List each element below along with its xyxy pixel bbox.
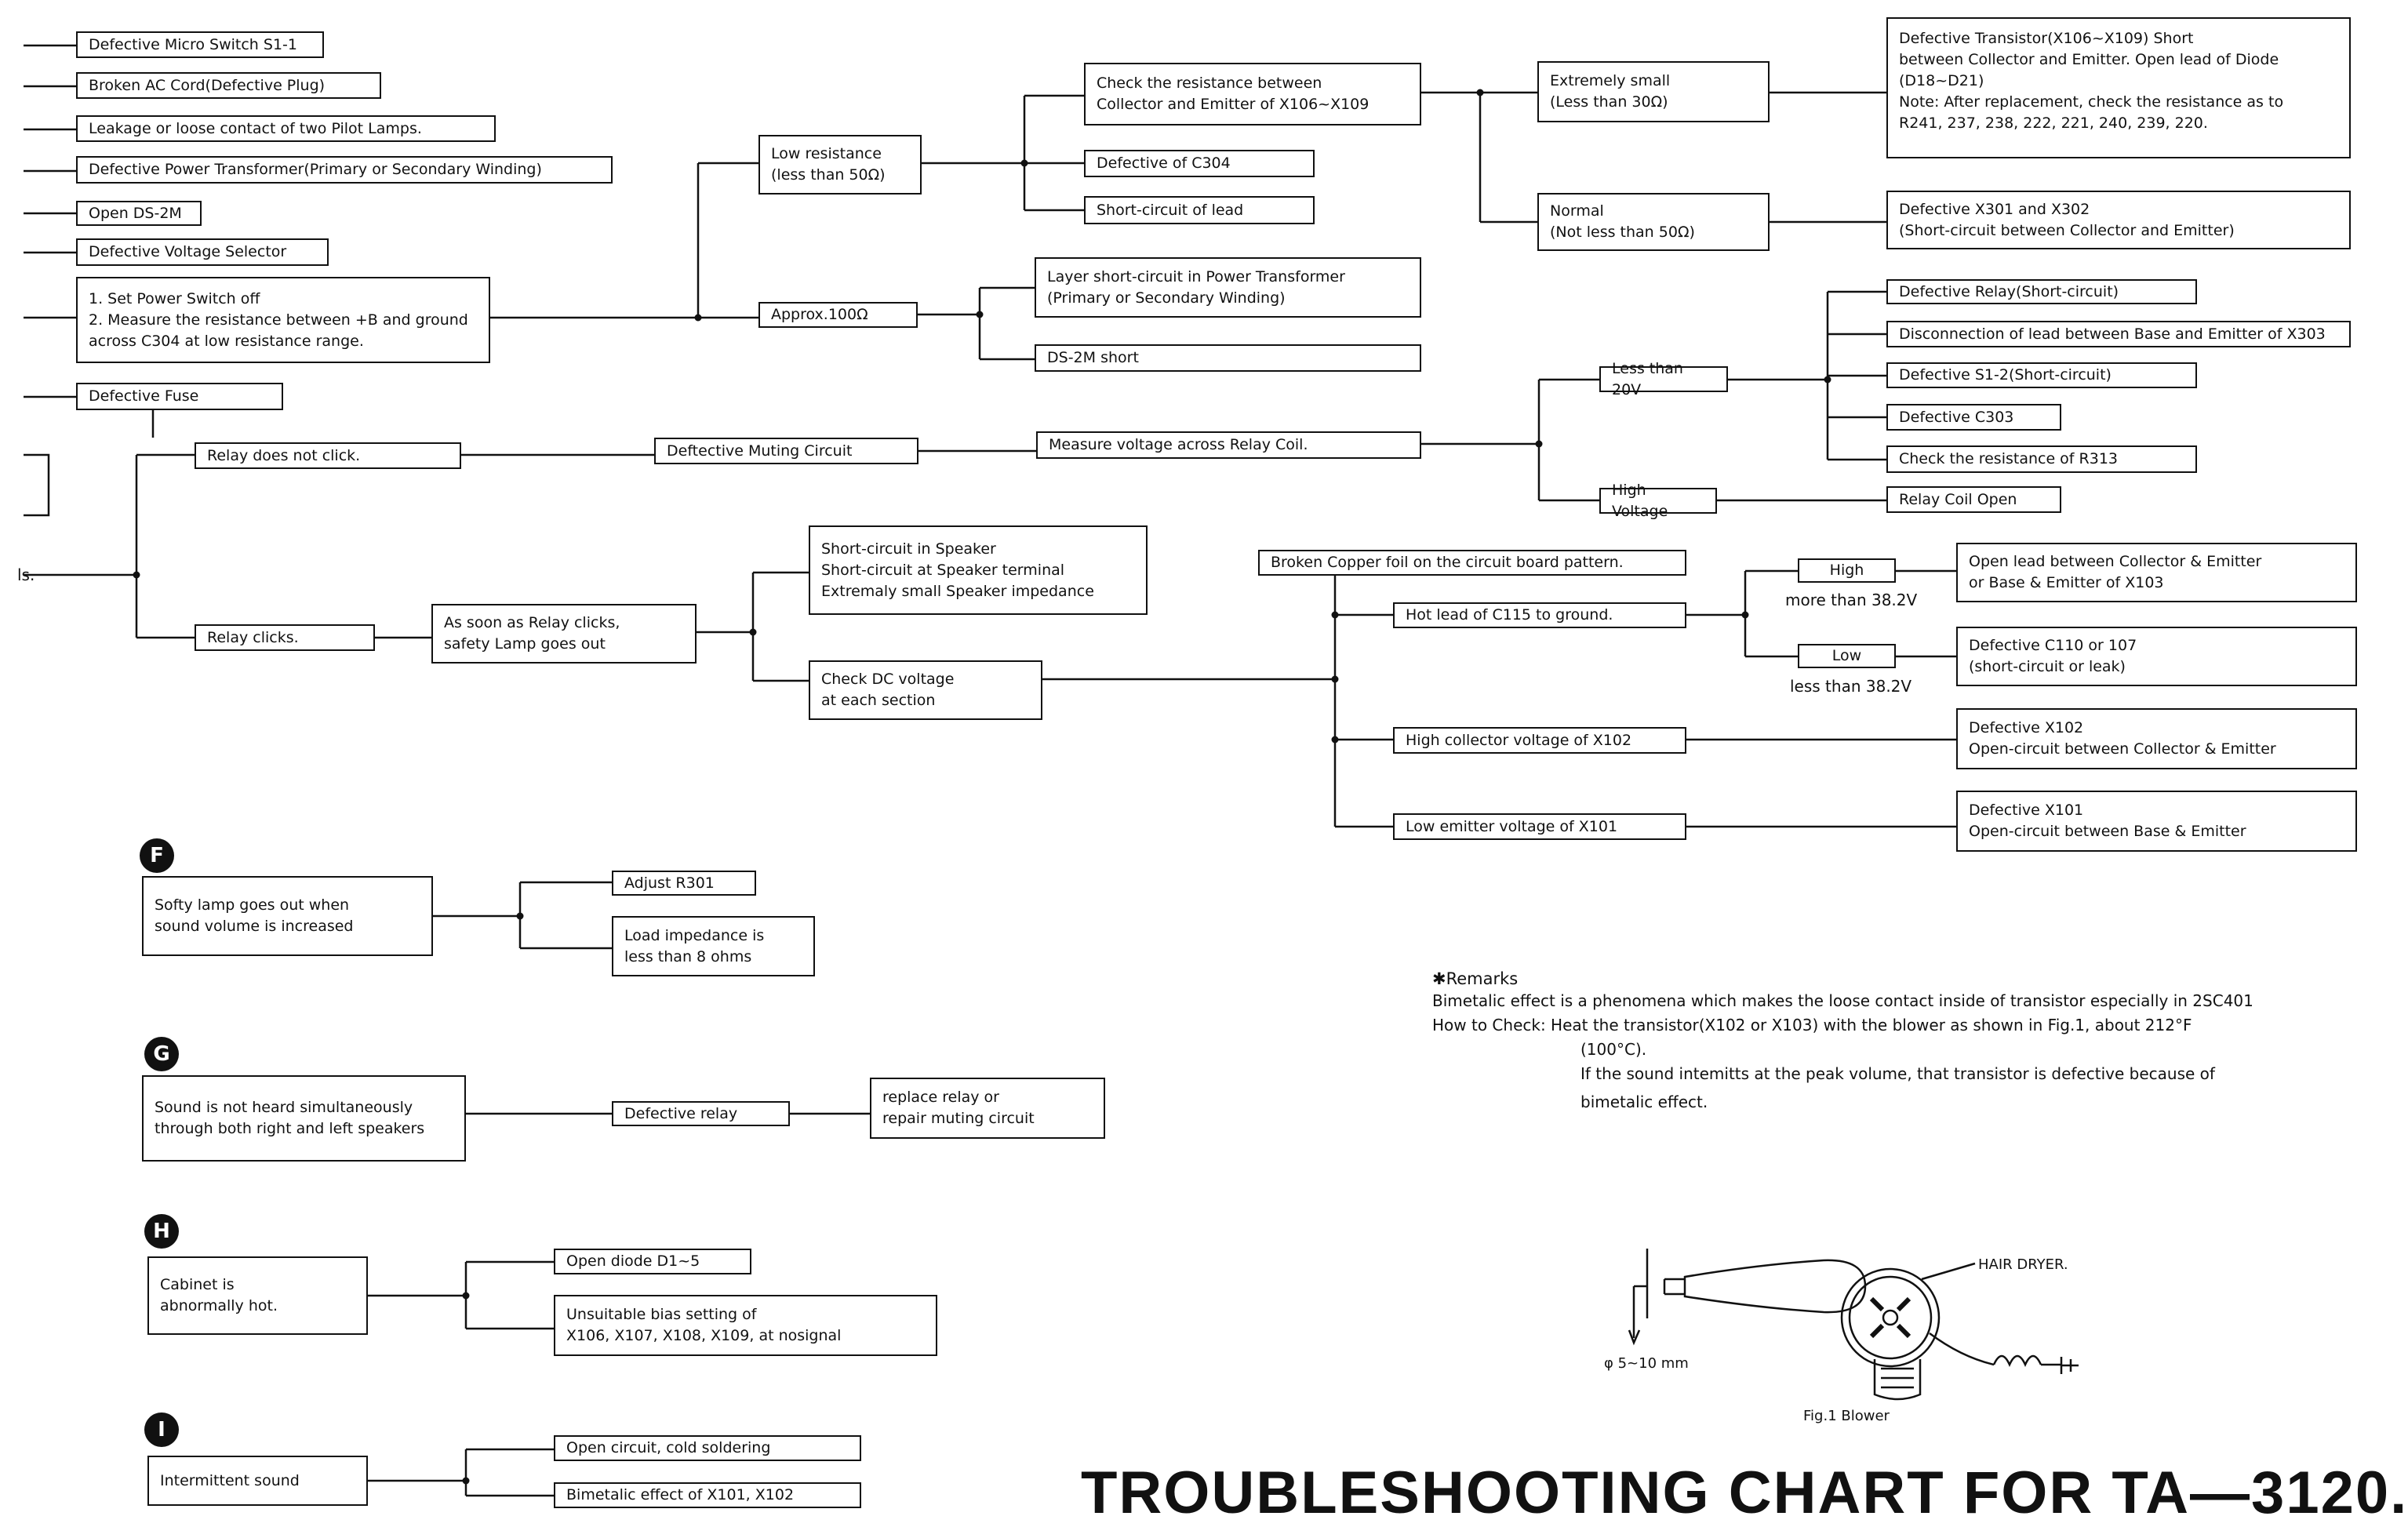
left-stub-label: ls. bbox=[17, 565, 35, 584]
replace-relay-box: replace relay or repair muting circuit bbox=[870, 1078, 1105, 1139]
defective-relay-box: Defective relay bbox=[612, 1101, 790, 1126]
relay-item-s1-2: Defective S1-2(Short-circuit) bbox=[1886, 362, 2197, 388]
relay-does-not-click-box: Relay does not click. bbox=[195, 442, 461, 469]
cause-open-ds2m: Open DS-2M bbox=[76, 201, 202, 226]
remarks-line-4: If the sound intemitts at the peak volum… bbox=[1580, 1064, 2215, 1083]
defective-c304-box: Defective of C304 bbox=[1084, 150, 1315, 177]
open-diode-box: Open diode D1~5 bbox=[554, 1249, 751, 1274]
defective-transistor-note-box: Defective Transistor(X106~X109) Short be… bbox=[1886, 17, 2351, 158]
section-g-badge: G bbox=[144, 1037, 179, 1071]
measure-resistance-step: 1. Set Power Switch off 2. Measure the r… bbox=[76, 277, 490, 363]
cause-micro-switch: Defective Micro Switch S1-1 bbox=[76, 31, 324, 58]
less-than-label: less than 38.2V bbox=[1790, 677, 1912, 696]
more-than-label: more than 38.2V bbox=[1785, 591, 1918, 609]
relay-clicks-box: Relay clicks. bbox=[195, 624, 375, 651]
remarks-line-1: Bimetalic effect is a phenomena which ma… bbox=[1432, 991, 2253, 1010]
relay-item-defective-relay: Defective Relay(Short-circuit) bbox=[1886, 279, 2197, 304]
defective-fuse-box: Defective Fuse bbox=[76, 383, 283, 410]
high-collector-voltage-box: High collector voltage of X102 bbox=[1393, 727, 1686, 754]
hair-dryer-label: HAIR DRYER. bbox=[1978, 1256, 2068, 1273]
low-emitter-voltage-box: Low emitter voltage of X101 bbox=[1393, 813, 1686, 840]
relay-item-disconnection: Disconnection of lead between Base and E… bbox=[1886, 321, 2351, 347]
normal-box: Normal (Not less than 50Ω) bbox=[1537, 193, 1770, 251]
relay-item-c303: Defective C303 bbox=[1886, 404, 2061, 431]
speaker-short-box: Short-circuit in Speaker Short-circuit a… bbox=[809, 525, 1148, 615]
relay-coil-open-box: Relay Coil Open bbox=[1886, 486, 2061, 513]
cause-power-transformer: Defective Power Transformer(Primary or S… bbox=[76, 156, 613, 184]
remarks-line-5: bimetalic effect. bbox=[1580, 1093, 1708, 1111]
approx-100-ohm-box: Approx.100Ω bbox=[758, 302, 918, 328]
cause-voltage-selector: Defective Voltage Selector bbox=[76, 238, 329, 266]
section-i-problem: Intermittent sound bbox=[147, 1456, 368, 1506]
troubleshooting-chart: Defective Micro Switch S1-1 Broken AC Co… bbox=[17, 17, 2406, 1526]
short-circuit-lead-box: Short-circuit of lead bbox=[1084, 196, 1315, 224]
section-g-problem: Sound is not heard simultaneously throug… bbox=[142, 1075, 466, 1162]
cause-ac-cord: Broken AC Cord(Defective Plug) bbox=[76, 72, 381, 99]
remarks-line-3: (100°C). bbox=[1580, 1040, 1647, 1059]
load-impedance-box: Load impedance is less than 8 ohms bbox=[612, 916, 815, 976]
hot-lead-c115-box: Hot lead of C115 to ground. bbox=[1393, 602, 1686, 628]
bimetalic-effect-box: Bimetalic effect of X101, X102 bbox=[554, 1482, 861, 1508]
open-lead-x103-box: Open lead between Collector & Emitter or… bbox=[1956, 543, 2357, 602]
broken-copper-foil-box: Broken Copper foil on the circuit board … bbox=[1258, 550, 1686, 576]
defective-c110-box: Defective C110 or 107 (short-circuit or … bbox=[1956, 627, 2357, 686]
remarks-line-2: How to Check: Heat the transistor(X102 o… bbox=[1432, 1016, 2192, 1034]
layer-short-box: Layer short-circuit in Power Transformer… bbox=[1035, 257, 1421, 318]
section-f-problem: Softy lamp goes out when sound volume is… bbox=[142, 876, 433, 956]
chart-title: TROUBLESHOOTING CHART FOR TA—3120. bbox=[1081, 1460, 2408, 1526]
remarks-title: ✱Remarks bbox=[1432, 969, 1519, 988]
section-h-problem: Cabinet is abnormally hot. bbox=[147, 1256, 368, 1335]
defective-x102-box: Defective X102 Open-circuit between Coll… bbox=[1956, 708, 2357, 769]
cause-pilot-lamps: Leakage or loose contact of two Pilot La… bbox=[76, 115, 496, 142]
ds2m-short-box: DS-2M short bbox=[1035, 344, 1421, 372]
relay-item-r313: Check the resistance of R313 bbox=[1886, 445, 2197, 473]
defective-x101-box: Defective X101 Open-circuit between Base… bbox=[1956, 791, 2357, 852]
section-f-badge: F bbox=[140, 838, 174, 873]
high-voltage-box: High Voltage bbox=[1599, 482, 1717, 520]
distance-label: φ 5~10 mm bbox=[1604, 1355, 1689, 1372]
adjust-r301-box: Adjust R301 bbox=[612, 871, 756, 896]
check-dc-voltage-box: Check DC voltage at each section bbox=[809, 660, 1042, 720]
check-collector-resistance-box: Check the resistance between Collector a… bbox=[1084, 63, 1421, 125]
low-resistance-box: Low resistance (less than 50Ω) bbox=[758, 135, 922, 195]
connector-lines bbox=[24, 44, 2079, 1497]
section-h-badge: H bbox=[144, 1214, 179, 1249]
hair-dryer-drawing bbox=[1628, 1249, 2079, 1401]
defective-muting-circuit-box: Deftective Muting Circuit bbox=[654, 438, 918, 464]
unsuitable-bias-box: Unsuitable bias setting of X106, X107, X… bbox=[554, 1295, 937, 1356]
extremely-small-box: Extremely small (Less than 30Ω) bbox=[1537, 61, 1770, 122]
section-i-badge: I bbox=[144, 1412, 179, 1447]
less-than-20v-box: Less than 20V bbox=[1599, 360, 1728, 398]
defective-x301-box: Defective X301 and X302 (Short-circuit b… bbox=[1886, 191, 2351, 249]
low-box: Low bbox=[1798, 644, 1896, 668]
open-circuit-cold-soldering-box: Open circuit, cold soldering bbox=[554, 1435, 861, 1461]
figure-caption: Fig.1 Blower bbox=[1803, 1408, 1890, 1424]
measure-relay-coil-box: Measure voltage across Relay Coil. bbox=[1036, 431, 1421, 459]
high-box: High bbox=[1798, 558, 1896, 583]
safety-lamp-goes-out-box: As soon as Relay clicks, safety Lamp goe… bbox=[431, 604, 697, 664]
